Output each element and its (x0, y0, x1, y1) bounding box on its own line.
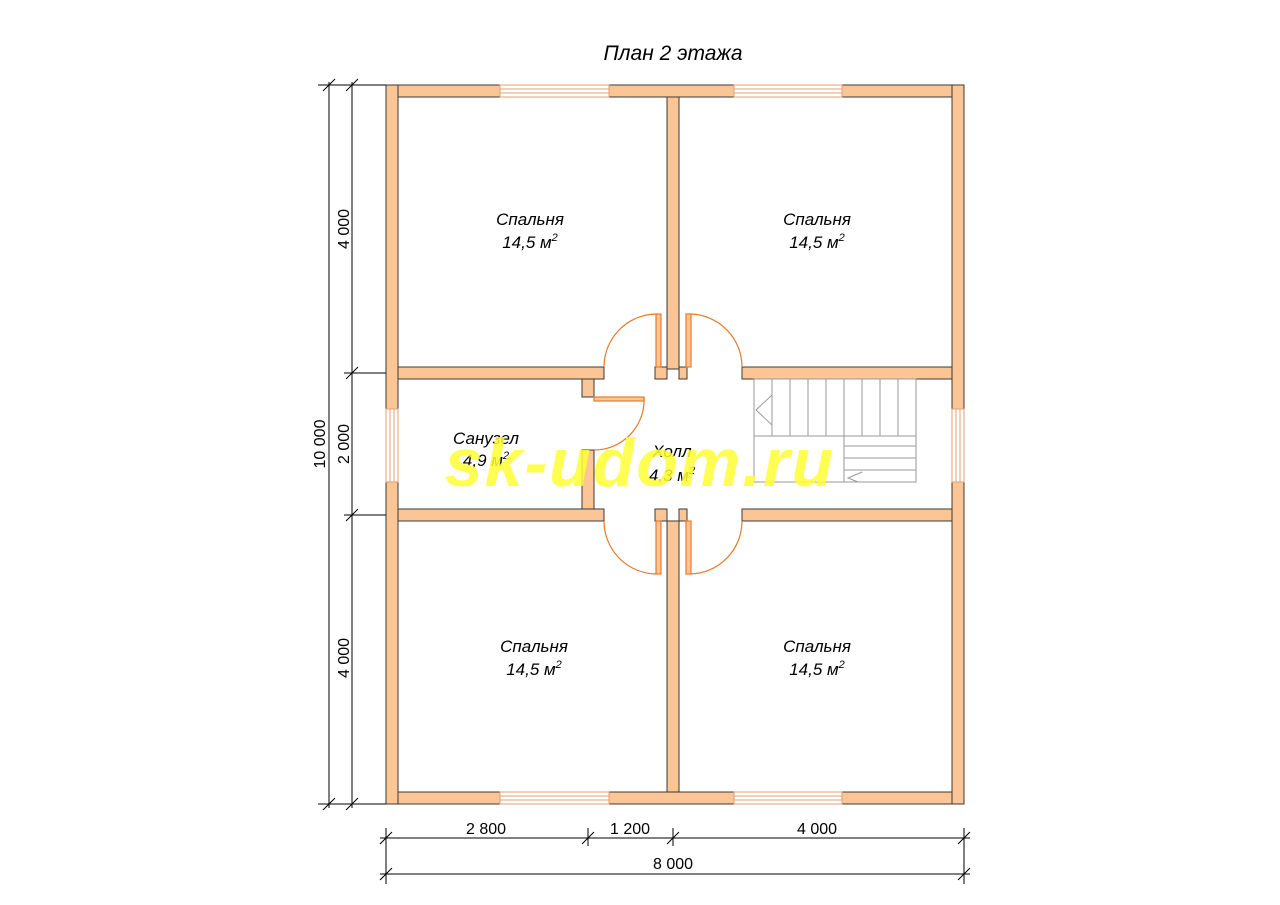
bathroom-wall-bottom (581, 449, 595, 510)
dim-bottom-total: 8 000 (653, 856, 693, 873)
dim-bottom-right: 4 000 (797, 821, 837, 838)
dim-left-total: 10 000 (312, 419, 329, 468)
dim-bottom-middle: 1 200 (610, 821, 650, 838)
jamb-sw (654, 508, 668, 522)
room-name: Санузел (453, 429, 519, 448)
room-area: 4,3 м2 (649, 465, 695, 485)
door-bathroom (593, 396, 645, 451)
window-top-left (499, 84, 610, 98)
window-bottom-right (733, 791, 843, 805)
outer-wall-right-1 (951, 84, 965, 410)
door-ne (685, 313, 743, 368)
outer-wall-left-2 (385, 481, 399, 805)
doors (593, 313, 743, 575)
dim-left-bottom: 4 000 (336, 638, 353, 678)
room-area: 14,5 м2 (789, 659, 845, 679)
room-bedroom-ne: Спальня 14,5 м2 (783, 210, 851, 252)
dimension-bottom (379, 828, 971, 884)
window-right (951, 408, 965, 483)
room-bathroom: Санузел 4,9 м2 (453, 429, 519, 470)
room-bedroom-se: Спальня 14,5 м2 (783, 637, 851, 679)
outer-wall-bottom-2 (608, 791, 735, 805)
room-area: 14,5 м2 (789, 232, 845, 252)
window-left (385, 408, 399, 483)
window-top-right (733, 84, 843, 98)
dim-left-top: 4 000 (336, 209, 353, 249)
room-bedroom-nw: Спальня 14,5 м2 (496, 210, 564, 252)
dim-bottom-left: 2 800 (466, 821, 506, 838)
watermark: sk-udom.ru (445, 425, 835, 501)
room-name: Спальня (496, 210, 564, 229)
walls (385, 84, 965, 805)
staircase (753, 378, 917, 483)
door-nw (603, 313, 662, 368)
outer-wall-bottom-1 (385, 791, 501, 805)
outer-wall-bottom-3 (841, 791, 965, 805)
outer-wall-top-2 (608, 84, 735, 98)
wall-lower-right (741, 508, 953, 522)
room-name: Спальня (783, 210, 851, 229)
dimension-left (318, 78, 386, 811)
wall-center-south (666, 520, 680, 793)
wall-upper-left (397, 366, 605, 380)
room-area: 14,5 м2 (506, 659, 562, 679)
windows (385, 84, 965, 805)
room-name: Холл (651, 442, 692, 461)
bathroom-wall-top-stub (581, 378, 595, 398)
room-name: Спальня (500, 637, 568, 656)
dim-left-middle: 2 000 (336, 424, 353, 464)
room-name: Спальня (783, 637, 851, 656)
door-sw (603, 520, 662, 575)
wall-upper-right (741, 366, 953, 380)
outer-wall-top-3 (841, 84, 965, 98)
door-se (685, 520, 743, 575)
room-bedroom-sw: Спальня 14,5 м2 (500, 637, 568, 679)
outer-wall-right-2 (951, 481, 965, 805)
room-area: 4,9 м2 (463, 450, 509, 470)
room-area: 14,5 м2 (502, 232, 558, 252)
window-bottom-left (499, 791, 610, 805)
jamb-se (678, 508, 688, 522)
outer-wall-top-1 (385, 84, 501, 98)
outer-wall-left-1 (385, 84, 399, 410)
wall-lower-left (397, 508, 605, 522)
jamb-ne (678, 366, 688, 380)
jamb-nw (654, 366, 668, 380)
wall-center-north (666, 96, 680, 370)
plan-title: План 2 этажа (603, 42, 742, 65)
room-hall: Холл 4,3 м2 (649, 442, 695, 485)
